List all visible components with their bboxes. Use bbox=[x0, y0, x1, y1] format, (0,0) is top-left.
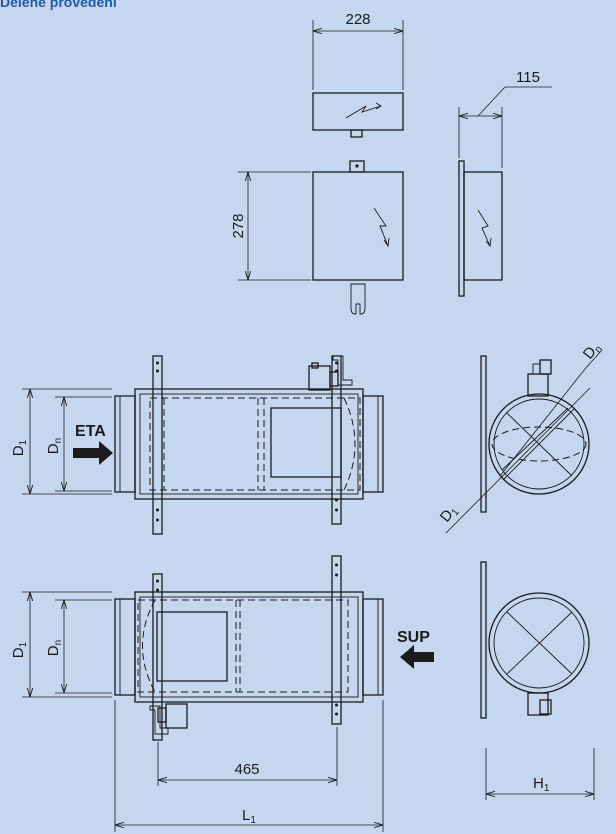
dimension-l1: L1 bbox=[114, 700, 384, 832]
svg-text:Dn: Dn bbox=[45, 438, 64, 454]
dn-diagonal-subscript: n bbox=[593, 344, 605, 355]
dimension-d1-upper: D1 bbox=[10, 388, 112, 495]
dimension-d1-diagonal: D1 bbox=[437, 387, 591, 534]
dimension-dn-diagonal: Dn bbox=[499, 339, 605, 477]
dn-upper-label: D bbox=[45, 443, 62, 454]
svg-text:D1: D1 bbox=[10, 439, 29, 456]
dimension-dn-lower: Dn bbox=[45, 599, 112, 694]
svg-text:Dn: Dn bbox=[45, 640, 64, 656]
sup-flow-arrow: SUP bbox=[397, 629, 434, 669]
duct-unit-eta bbox=[114, 355, 384, 535]
dimension-465-label: 465 bbox=[234, 761, 259, 778]
dimension-d1-lower: D1 bbox=[10, 591, 112, 698]
svg-text:D1: D1 bbox=[10, 641, 29, 658]
dn-lower-subscript: n bbox=[53, 640, 64, 646]
dimension-115-label: 115 bbox=[516, 69, 540, 86]
svg-text:H1: H1 bbox=[533, 775, 550, 794]
sup-flow-label: SUP bbox=[397, 629, 430, 646]
dn-upper-subscript: n bbox=[53, 438, 64, 444]
svg-text:L1: L1 bbox=[242, 807, 256, 826]
circle-view-upper bbox=[480, 355, 590, 513]
d1-lower-subscript: 1 bbox=[18, 641, 29, 647]
d1-lower-label: D bbox=[10, 647, 27, 658]
d1-upper-label: D bbox=[10, 445, 27, 456]
dimension-dn-upper: Dn bbox=[45, 396, 112, 492]
control-box-side-view bbox=[458, 160, 503, 297]
l1-subscript: 1 bbox=[250, 815, 256, 826]
control-box-top-view bbox=[312, 92, 404, 138]
page-title: Dělené provedení bbox=[0, 0, 117, 10]
eta-flow-label: ETA bbox=[75, 423, 106, 440]
duct-unit-sup bbox=[114, 555, 384, 741]
h1-subscript: 1 bbox=[544, 783, 550, 794]
circle-view-lower bbox=[480, 561, 590, 719]
dimension-228: 228 bbox=[312, 11, 404, 90]
dimension-278: 278 bbox=[230, 171, 311, 281]
dn-lower-label: D bbox=[45, 645, 62, 656]
l1-label: L bbox=[242, 807, 250, 824]
d1-diagonal-subscript: 1 bbox=[450, 507, 462, 519]
dimension-h1: H1 bbox=[485, 748, 595, 800]
d1-upper-subscript: 1 bbox=[18, 439, 29, 445]
dimension-228-label: 228 bbox=[345, 11, 370, 28]
dimension-278-label: 278 bbox=[230, 213, 247, 238]
control-box-front-view bbox=[312, 160, 404, 315]
h1-label: H bbox=[533, 775, 544, 792]
svg-text:D1: D1 bbox=[437, 502, 462, 527]
dimension-115: 115 bbox=[458, 69, 552, 168]
svg-text:Dn: Dn bbox=[580, 339, 605, 364]
eta-flow-arrow: ETA bbox=[73, 423, 113, 465]
dimension-465: 465 bbox=[157, 727, 338, 786]
